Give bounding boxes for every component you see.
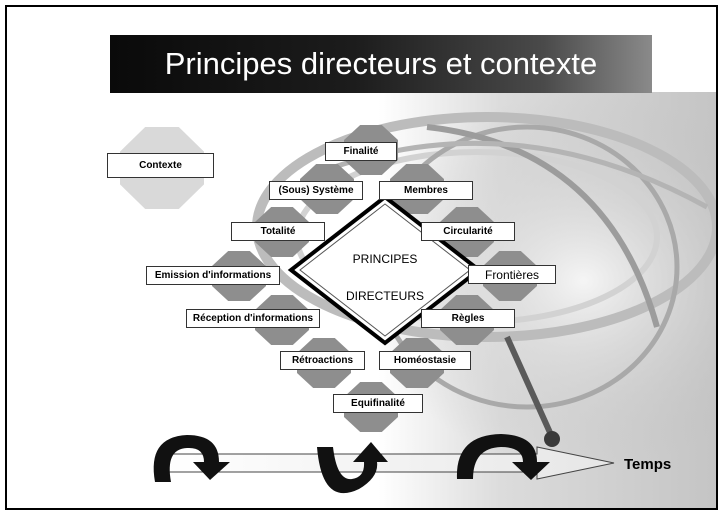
circularite-label: Circularité xyxy=(421,222,515,241)
slide-title: Principes directeurs et contexte xyxy=(164,46,598,81)
membres-label: Membres xyxy=(379,181,473,200)
curved-arrow-1-icon xyxy=(153,435,230,482)
timeline xyxy=(153,434,615,494)
temps-label: Temps xyxy=(624,456,672,473)
curved-arrow-2-icon xyxy=(317,442,388,494)
curved-arrow-3-icon xyxy=(456,434,550,480)
center-text-line1: PRINCIPES xyxy=(352,252,418,266)
slide: Principes directeurs et contexte Context… xyxy=(5,5,718,510)
totalite-label: Totalité xyxy=(231,222,325,241)
title-bar: Principes directeurs et contexte xyxy=(110,35,652,93)
regles-label: Règles xyxy=(421,309,515,328)
time-arrow xyxy=(164,446,615,480)
retroactions-label: Rétroactions xyxy=(280,351,365,370)
finalite-label: Finalité xyxy=(325,142,397,161)
homeostasie-label: Homéostasie xyxy=(379,351,471,370)
center-text-line2: DIRECTEURS xyxy=(345,289,424,303)
frontieres-label: Frontières xyxy=(468,265,556,284)
emission-label: Emission d'informations xyxy=(146,266,280,285)
reception-label: Réception d'informations xyxy=(186,309,320,328)
equifinalite-label: Equifinalité xyxy=(333,394,423,413)
sous-systeme-label: (Sous) Système xyxy=(269,181,363,200)
context-label: Contexte xyxy=(107,153,214,178)
